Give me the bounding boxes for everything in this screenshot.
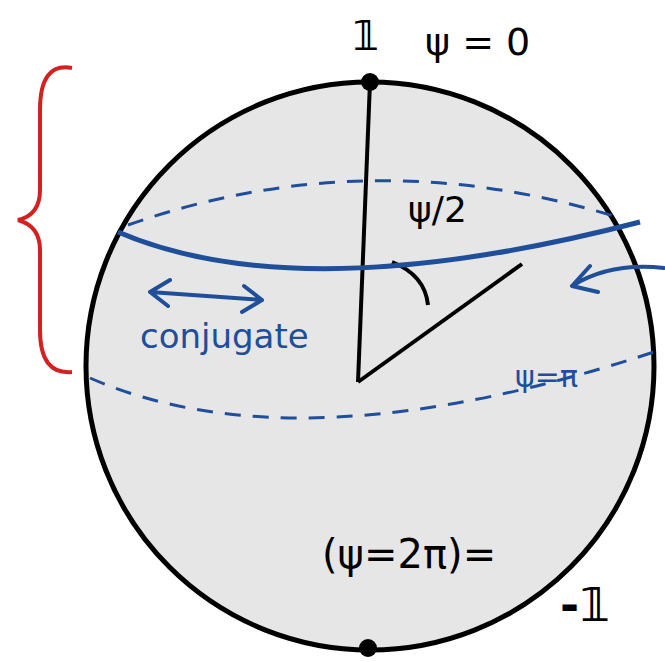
brace [18, 67, 72, 372]
south-pole-dot [359, 639, 377, 657]
angle-pi-label: ψ=π [515, 360, 578, 393]
conjugate-label: conjugate [140, 318, 309, 355]
angle-two-pi-label: (ψ=2π)= [322, 532, 496, 576]
angle-arc [392, 262, 428, 305]
minus-identity-label: -𝟙 [560, 580, 611, 631]
conjugate-arrow [150, 280, 262, 312]
side-arrow [572, 266, 664, 292]
angle-zero-label: ψ = 0 [425, 22, 530, 64]
axis-line [358, 82, 370, 382]
latitude-front [118, 222, 640, 269]
equator [90, 350, 660, 418]
half-angle-label: ψ/2 [408, 190, 467, 230]
identity-label: 𝟙 [352, 14, 380, 58]
north-pole-dot [361, 73, 379, 91]
radius-line [358, 264, 522, 382]
latitude-back [128, 181, 620, 225]
sphere [86, 82, 654, 650]
